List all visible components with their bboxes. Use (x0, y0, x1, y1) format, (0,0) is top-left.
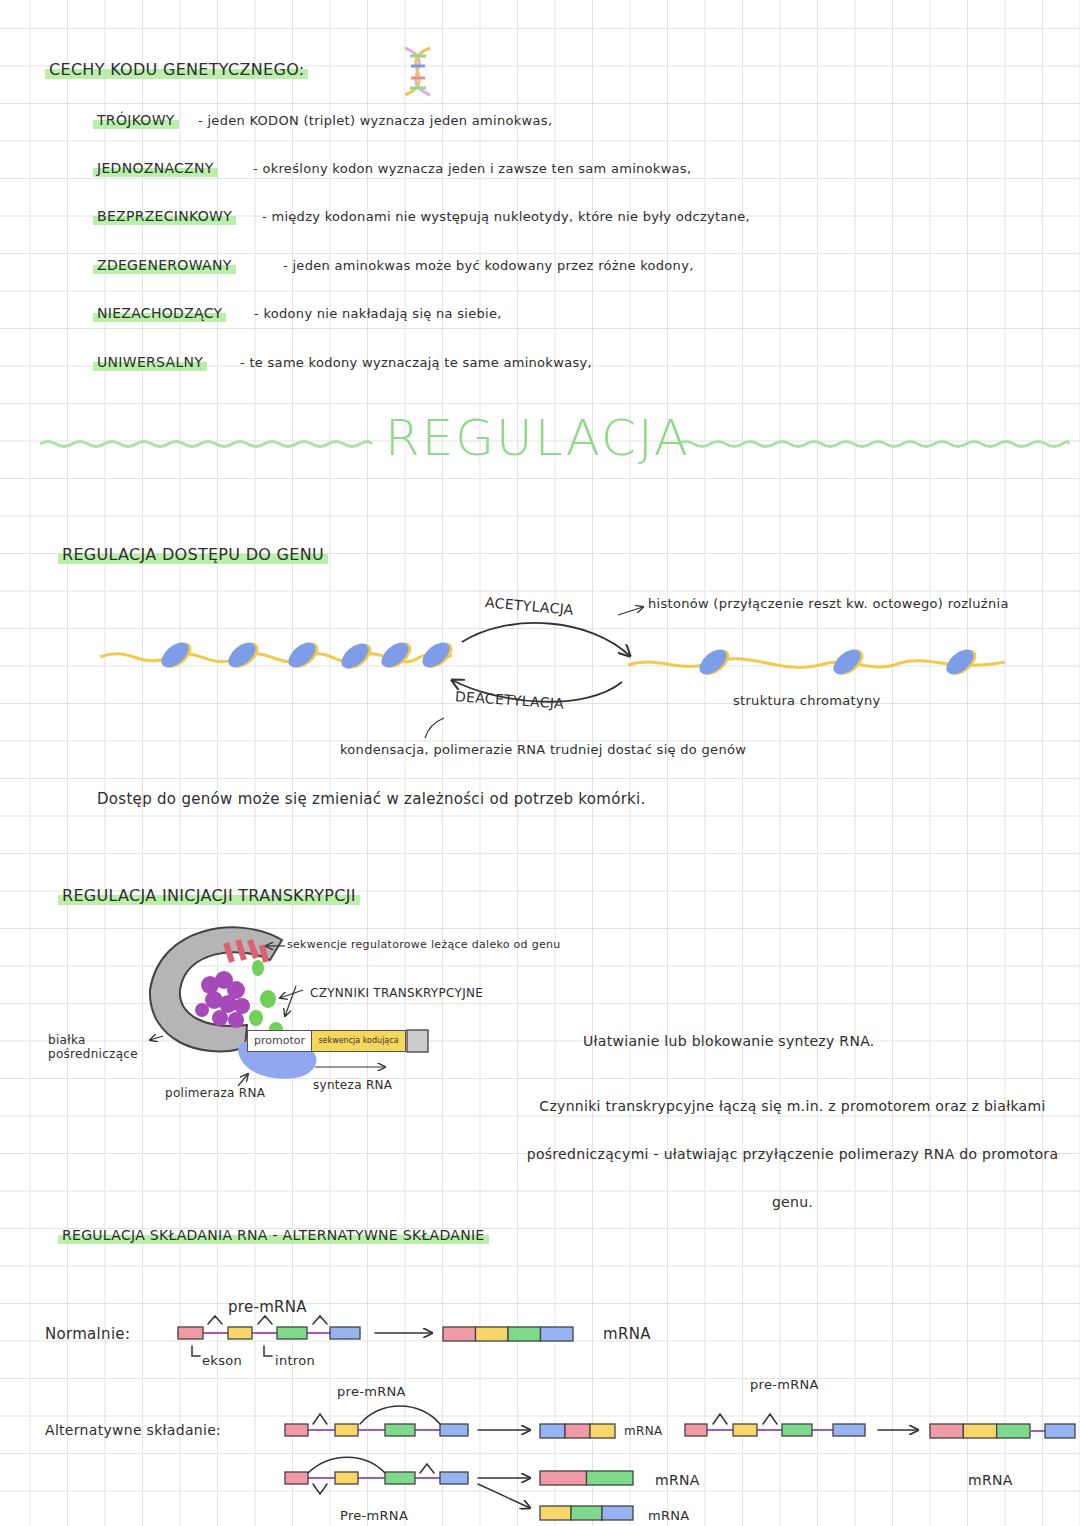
note-text: Ułatwianie lub blokowanie syntezy RNA. (583, 1033, 875, 1050)
note-text: mRNA (603, 1325, 651, 1343)
note-text: ACETYLACJA (484, 594, 574, 618)
transcription-complex (150, 927, 428, 1086)
note-text: NIEZACHODZĄCY (93, 305, 226, 322)
coding-sequence-box: sekwencja kodująca (311, 1030, 406, 1052)
note-text: struktura chromatyny (733, 693, 881, 709)
page-title: CECHY KODU GENETYCZNEGO: (45, 60, 308, 79)
note-text: kondensacja, polimerazie RNA trudniej do… (340, 742, 746, 758)
note-text: pre-mRNA (228, 1298, 307, 1316)
splicing (178, 1316, 1075, 1520)
note-text: mRNA (624, 1424, 662, 1438)
note-text: białka pośredniczące (48, 1033, 163, 1062)
chromatin (100, 607, 1005, 738)
note-text: JEDNOZNACZNY (93, 160, 218, 177)
note-text: - te same kodony wyznaczają te same amin… (240, 355, 592, 371)
note-text: CZYNNIKI TRANSKRYPCYJNE (310, 986, 483, 1000)
note-text: Alternatywne składanie: (45, 1422, 221, 1439)
note-text: pre-mRNA (750, 1377, 819, 1393)
note-text: BEZPRZECINKOWY (93, 208, 236, 225)
dna-icon (405, 48, 430, 95)
note-text: Czynniki transkrypcyjne łączą się m.in. … (510, 1082, 1075, 1226)
box-label: sekwencja kodująca (315, 1036, 401, 1047)
note-text: Normalnie: (45, 1325, 130, 1343)
note-text: REGULACJA SKŁADANIA RNA - ALTERNATYWNE S… (58, 1227, 489, 1244)
note-text: polimeraza RNA (165, 1086, 265, 1100)
note-text: histonów (przyłączenie reszt kw. octoweg… (648, 596, 1009, 612)
section-heading: REGULACJA (385, 408, 690, 468)
note-text: synteza RNA (313, 1078, 392, 1092)
note-text: - jeden aminokwas może być kodowany prze… (283, 258, 694, 274)
note-text: Pre-mRNA (340, 1508, 408, 1524)
note-text: mRNA (655, 1472, 700, 1489)
note-text: - między kodonami nie występują nukleoty… (262, 209, 750, 225)
note-text: DEACETYLACJA (455, 688, 565, 712)
note-text: - jeden KODON (triplet) wyznacza jeden a… (198, 113, 552, 129)
note-text: mRNA (968, 1472, 1013, 1489)
note-text: sekwencje regulatorowe leżące daleko od … (287, 938, 561, 951)
note-text: UNIWERSALNY (93, 354, 207, 371)
note-text: REGULACJA INICJACJI TRANSKRYPCJI (58, 886, 360, 905)
note-text: intron (275, 1353, 315, 1369)
note-text: ZDEGENEROWANY (93, 257, 236, 274)
note-text: - określony kodon wyznacza jeden i zawsz… (253, 161, 691, 177)
note-text: Dostęp do genów może się zmieniać w zale… (97, 790, 646, 808)
box-label: promotor (251, 1034, 308, 1048)
note-text: REGULACJA DOSTĘPU DO GENU (58, 545, 328, 564)
promoter-box: promotor (247, 1030, 312, 1052)
note-text: TRÓJKOWY (93, 112, 179, 129)
note-text: mRNA (648, 1508, 690, 1524)
note-text: pre-mRNA (337, 1384, 406, 1400)
note-text: ekson (202, 1353, 242, 1369)
note-text: - kodony nie nakładają się na siebie, (254, 306, 502, 322)
